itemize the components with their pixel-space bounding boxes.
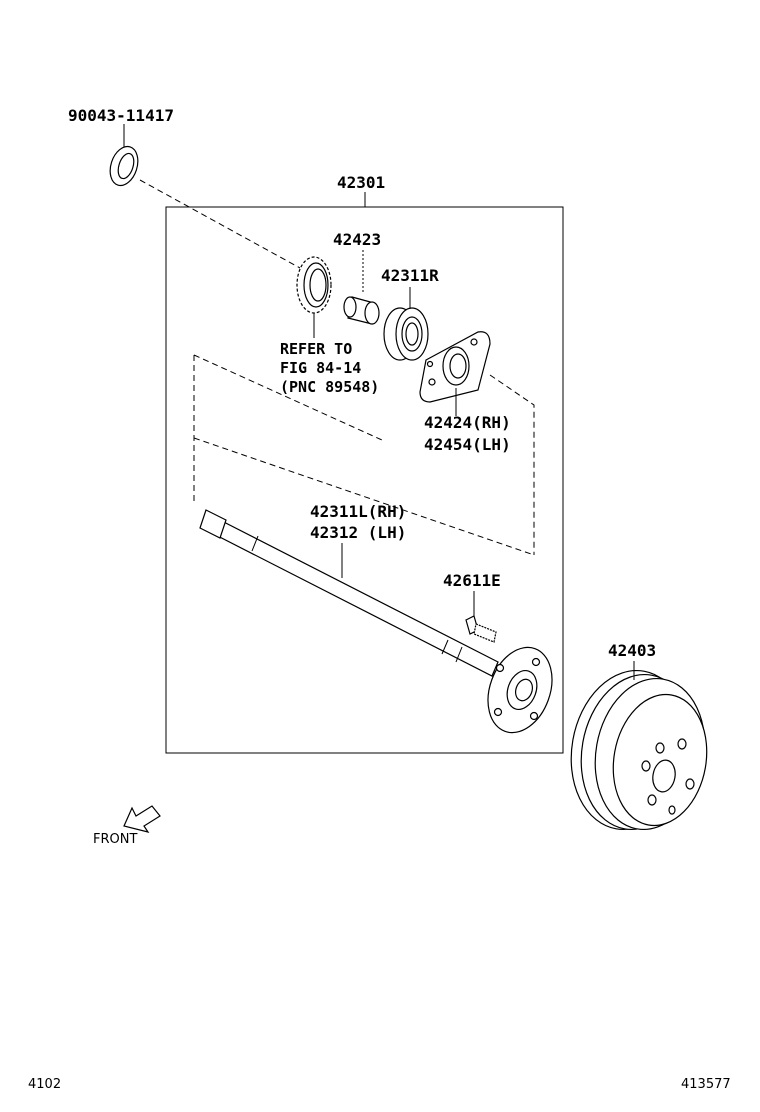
refer-note-line1: REFER TO: [280, 340, 352, 358]
axle-shaft-part[interactable]: [199, 509, 563, 742]
shaft-lh-label: 42312 (LH): [310, 523, 406, 542]
footer-right-code: 413577: [681, 1077, 731, 1092]
sensor-rotor-part[interactable]: [296, 256, 332, 314]
hub-bolt-part[interactable]: [465, 615, 497, 643]
footer-left-code: 4102: [28, 1077, 61, 1092]
front-arrow-icon: [123, 805, 161, 833]
hub-bolt-label: 42611E: [443, 571, 501, 590]
bearing-label: 42311R: [381, 266, 439, 285]
retainer-lh-label: 42454(LH): [424, 435, 511, 454]
front-label: FRONT: [93, 832, 137, 847]
bearing-part[interactable]: [383, 307, 429, 361]
retainer-rh-label: 42424(RH): [424, 413, 511, 432]
refer-note-line2: FIG 84-14: [280, 359, 361, 377]
refer-note-line3: (PNC 89548): [280, 378, 379, 396]
axle-assembly-label: 42301: [337, 173, 385, 192]
bearing-collar-part[interactable]: [343, 296, 380, 325]
subassembly-dashed-outline: [193, 354, 535, 556]
oil-seal-part[interactable]: [105, 143, 142, 189]
sensor-rotor-label: 42423: [333, 230, 381, 249]
oil-seal-label: 90043-11417: [68, 106, 174, 125]
brake-drum-label: 42403: [608, 641, 656, 660]
oil-seal-dashed-link: [139, 179, 301, 269]
shaft-rh-label: 42311L(RH): [310, 502, 406, 521]
bearing-retainer-part[interactable]: [419, 331, 491, 403]
brake-drum-part[interactable]: [559, 661, 717, 839]
